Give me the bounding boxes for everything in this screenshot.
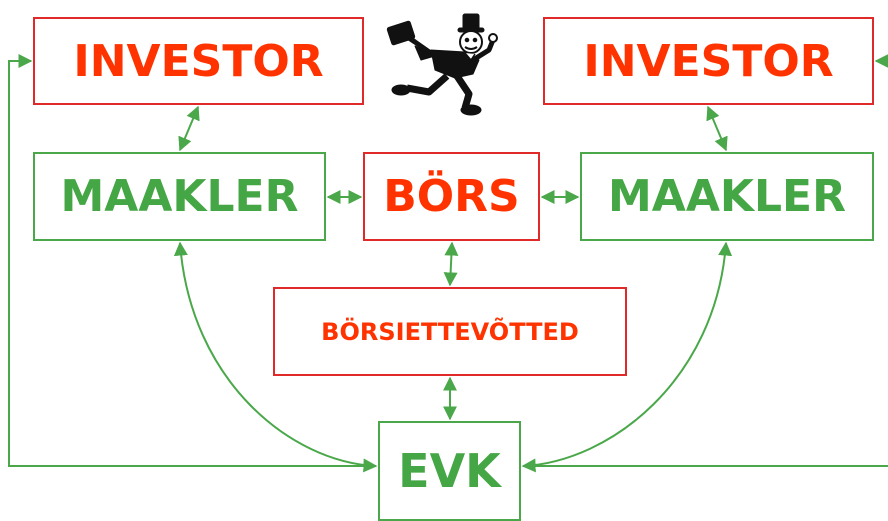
- broker-right-label: MAAKLER: [608, 171, 846, 222]
- broker-left-label: MAAKLER: [60, 171, 299, 222]
- outer-link-left: [8, 54, 376, 467]
- issuers-label: BÖRSIETTEVÕTTED: [321, 317, 579, 346]
- link-bors-issuers: [443, 241, 459, 287]
- running-investor-cartoon-icon: [386, 13, 498, 116]
- link-investor-broker-left: [178, 105, 200, 152]
- investor-left-box: INVESTOR: [33, 17, 364, 105]
- issuers-box: BÖRSIETTEVÕTTED: [273, 287, 627, 376]
- connector-lines: [8, 54, 888, 473]
- evk-label: EVK: [398, 444, 501, 498]
- broker-right-box: MAAKLER: [580, 152, 874, 241]
- broker-left-box: MAAKLER: [33, 152, 326, 241]
- investor-right-label: INVESTOR: [583, 35, 834, 87]
- investor-right-box: INVESTOR: [543, 17, 874, 105]
- curve-broker-right-evk: [521, 241, 733, 473]
- exchange-box: BÖRS: [363, 152, 540, 241]
- link-investor-broker-right: [706, 105, 728, 152]
- exchange-label: BÖRS: [383, 171, 520, 222]
- investor-left-label: INVESTOR: [73, 35, 324, 87]
- curve-broker-left-evk: [173, 241, 378, 473]
- evk-box: EVK: [378, 421, 521, 521]
